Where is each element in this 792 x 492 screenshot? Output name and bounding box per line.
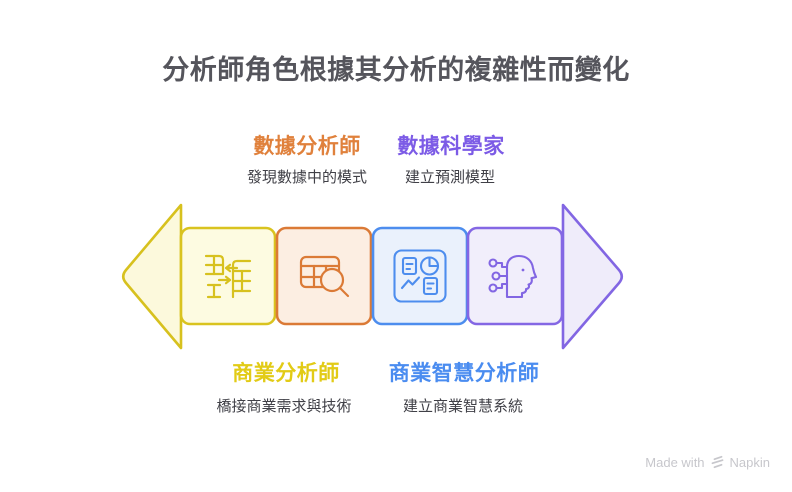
role-label-data-analyst: 數據分析師 <box>253 135 361 158</box>
table-magnifier-icon <box>299 255 350 298</box>
role-label-data-scientist: 數據科學家 <box>397 135 505 158</box>
bridge-tables-arrows-icon <box>204 254 252 299</box>
ai-head-circuit-icon <box>488 254 538 299</box>
napkin-logo-icon <box>711 455 723 469</box>
role-desc-bi-analyst: 建立商業智慧系統 <box>402 398 524 415</box>
role-desc-data-analyst: 發現數據中的模式 <box>246 169 368 186</box>
right-arrowhead <box>561 203 624 350</box>
made-with-napkin-link[interactable]: Made with Napkin <box>645 454 770 470</box>
role-label-bi-analyst: 商業智慧分析師 <box>388 362 540 385</box>
segment-box-data-scientist <box>466 226 564 326</box>
napkin-brand-label: Napkin <box>729 454 770 470</box>
segment-box-bi-analyst <box>371 226 469 326</box>
left-arrowhead <box>121 203 183 350</box>
role-desc-business-analyst: 橋接商業需求與技術 <box>216 398 352 415</box>
role-label-business-analyst: 商業分析師 <box>232 362 340 385</box>
segment-box-business-analyst <box>179 226 277 326</box>
made-with-label: Made with <box>645 454 705 470</box>
role-desc-data-scientist: 建立預測模型 <box>404 169 496 186</box>
dashboard-charts-icon <box>393 249 447 303</box>
diagram-title: 分析師角色根據其分析的複雜性而變化 <box>162 55 630 85</box>
